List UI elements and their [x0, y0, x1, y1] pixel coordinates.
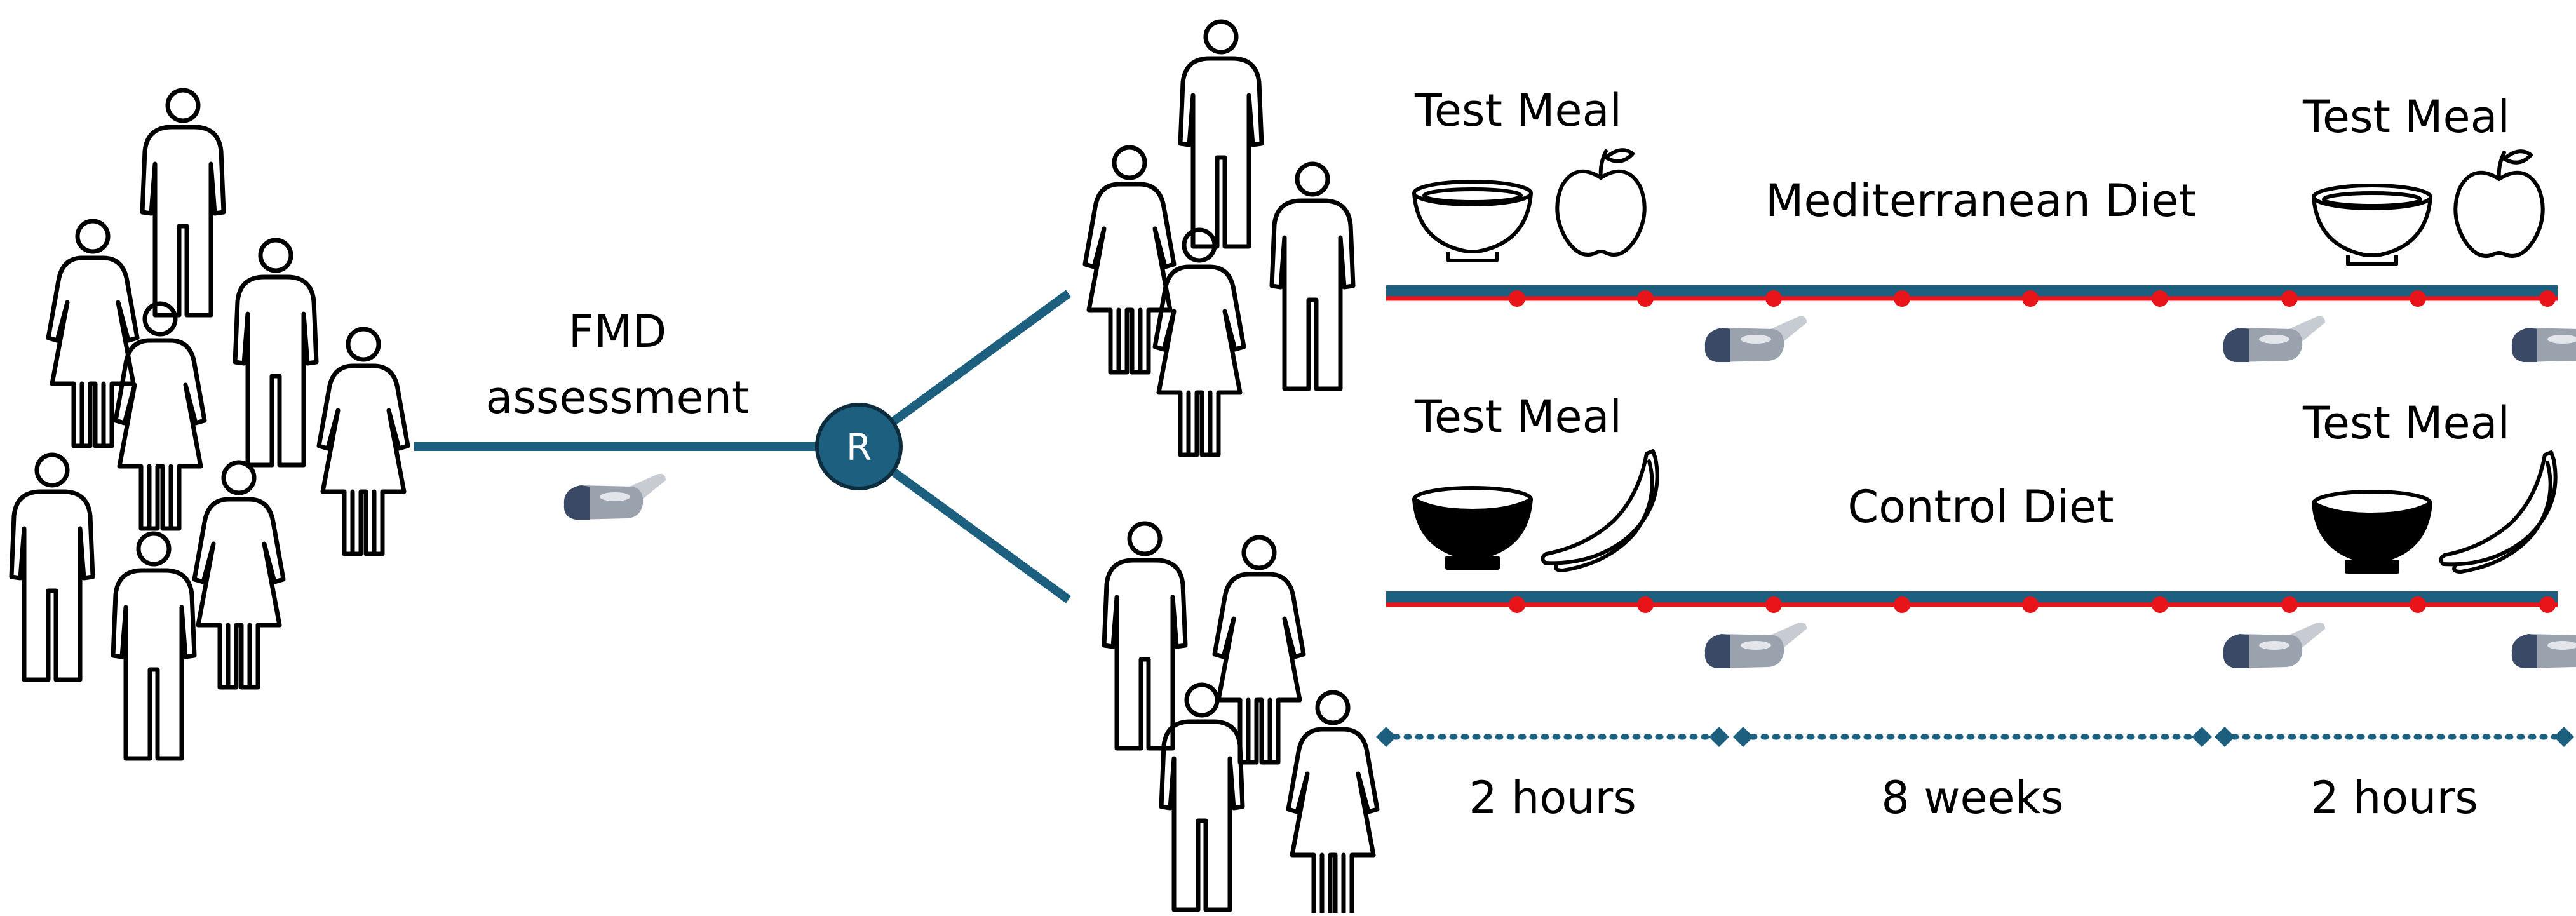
period-endpoint-diamond — [2215, 727, 2235, 747]
control-arm-participants — [1104, 523, 1377, 913]
measurement-point — [2539, 290, 2556, 307]
person-icon — [1215, 537, 1304, 762]
measurement-point — [2152, 596, 2168, 613]
diet-label: Control Diet — [1847, 481, 2114, 533]
measurement-point — [1765, 290, 1782, 307]
period-endpoint-diamond — [2554, 727, 2574, 747]
person-icon — [235, 240, 316, 465]
banana-icon — [2441, 452, 2555, 572]
test-meal-label-right: Test Meal — [2302, 91, 2510, 143]
period-endpoint-diamond — [1733, 727, 1753, 747]
bowl-icon — [2314, 185, 2431, 264]
person-icon — [113, 534, 194, 758]
measurement-point — [1637, 596, 1654, 613]
person-icon — [11, 455, 93, 680]
test-meal-label-left: Test Meal — [1414, 391, 1622, 443]
fmd-label-line1: FMD — [569, 306, 667, 358]
apple-icon — [1557, 150, 1644, 255]
measurement-point — [1637, 290, 1654, 307]
ultrasound-probe-icon — [2511, 316, 2576, 362]
test-meal-label-right: Test Meal — [2302, 397, 2510, 449]
bowl-icon — [1414, 488, 1531, 568]
diet-label: Mediterranean Diet — [1765, 175, 2196, 227]
ultrasound-probe-icon — [1704, 622, 1807, 668]
fmd-label-line2: assessment — [486, 372, 750, 424]
apple-icon — [2455, 151, 2542, 256]
person-icon — [1180, 22, 1262, 246]
measurement-point — [2410, 290, 2426, 307]
period-label: 2 hours — [2310, 772, 2478, 824]
person-icon — [1104, 523, 1185, 748]
measurement-point — [1765, 596, 1782, 613]
period-endpoint-diamond — [1709, 727, 1729, 747]
period-label: 2 hours — [1469, 772, 1636, 824]
person-icon — [48, 221, 137, 446]
period-endpoint-diamond — [2192, 727, 2212, 747]
baseline-participants — [11, 90, 408, 758]
measurement-point — [1894, 290, 1910, 307]
bowl-icon — [1414, 182, 1531, 260]
measurement-point — [2022, 290, 2039, 307]
person-icon — [319, 329, 408, 554]
period-2: 8 weeks — [1733, 727, 2212, 824]
person-icon — [1085, 147, 1174, 372]
measurement-point — [2152, 290, 2168, 307]
bowl-icon — [2314, 492, 2431, 572]
ultrasound-probe-icon — [2511, 622, 2576, 668]
randomization-label: R — [846, 426, 872, 469]
period-1: 2 hours — [1376, 727, 1729, 824]
ultrasound-probe-icon — [1704, 316, 1807, 362]
period-3: 2 hours — [2215, 727, 2574, 824]
mediterranean-arm-participants — [1085, 22, 1353, 455]
person-icon — [142, 90, 224, 315]
ultrasound-probe-icon — [563, 473, 666, 520]
measurement-point — [2281, 596, 2298, 613]
person-icon — [1272, 164, 1353, 389]
period-markers: 2 hours 8 weeks 2 hours — [1376, 727, 2574, 824]
ultrasound-probe-icon — [2223, 316, 2325, 362]
measurement-point — [2410, 596, 2426, 613]
period-label: 8 weeks — [1881, 772, 2063, 824]
measurement-point — [2539, 596, 2556, 613]
person-icon — [194, 462, 283, 687]
person-icon — [1288, 692, 1377, 913]
period-endpoint-diamond — [1376, 727, 1396, 747]
banana-icon — [1542, 451, 1657, 570]
measurement-point — [1509, 596, 1525, 613]
measurement-point — [1509, 290, 1525, 307]
randomization-node — [815, 403, 903, 490]
ultrasound-probe-icon — [2223, 622, 2325, 668]
test-meal-label-left: Test Meal — [1414, 84, 1622, 137]
measurement-point — [1894, 596, 1910, 613]
measurement-point — [2022, 596, 2039, 613]
measurement-point — [2281, 290, 2298, 307]
